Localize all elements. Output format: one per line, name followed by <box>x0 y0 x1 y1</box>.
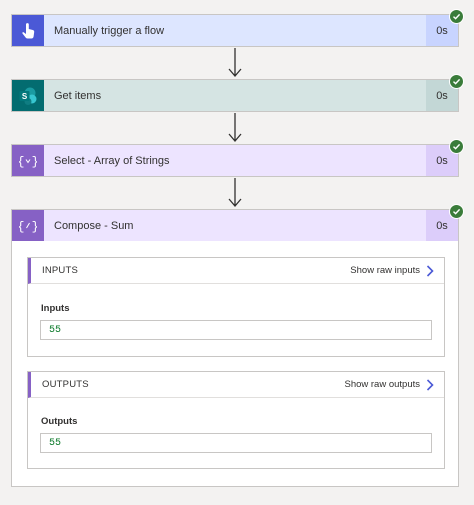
chevron-right-icon <box>426 378 434 391</box>
success-check-icon <box>449 139 464 154</box>
step-title: Select - Array of Strings <box>54 154 170 167</box>
outputs-section: OUTPUTS Show raw outputs Outputs 55 <box>27 371 445 469</box>
step-title: Compose - Sum <box>54 219 134 232</box>
show-raw-outputs-link[interactable]: Show raw outputs <box>344 378 434 391</box>
svg-text:{ }: { } <box>19 220 37 234</box>
success-check-icon <box>449 9 464 24</box>
step-title: Manually trigger a flow <box>54 24 165 37</box>
inputs-field-label: Inputs <box>41 303 70 314</box>
step-select-array-of-strings[interactable]: { } Select - Array of Strings 0s <box>11 139 464 177</box>
compose-sum-details-panel: INPUTS Show raw inputs Inputs 55 OUTPUTS… <box>11 241 459 487</box>
data-operation-icon: { } <box>12 210 44 241</box>
step-compose-sum[interactable]: { } Compose - Sum 0s <box>11 204 464 242</box>
step-title: Get items <box>54 89 102 102</box>
outputs-value-field[interactable]: 55 <box>40 433 432 453</box>
touch-icon <box>12 15 44 46</box>
inputs-header-label: INPUTS <box>42 265 79 276</box>
arrow-down-icon <box>228 48 242 83</box>
inputs-section: INPUTS Show raw inputs Inputs 55 <box>27 257 445 357</box>
show-raw-outputs-label: Show raw outputs <box>344 379 420 390</box>
success-check-icon <box>449 74 464 89</box>
step-manually-trigger-a-flow[interactable]: Manually trigger a flow 0s <box>11 9 464 47</box>
data-operation-icon: { } <box>12 145 44 176</box>
sharepoint-icon: S <box>12 80 44 111</box>
inputs-value-field[interactable]: 55 <box>40 320 432 340</box>
step-get-items[interactable]: S Get items 0s <box>11 74 464 112</box>
svg-text:S: S <box>22 92 28 101</box>
success-check-icon <box>449 204 464 219</box>
chevron-right-icon <box>426 264 434 277</box>
arrow-down-icon <box>228 113 242 148</box>
outputs-header: OUTPUTS Show raw outputs <box>28 372 444 398</box>
show-raw-inputs-link[interactable]: Show raw inputs <box>350 264 434 277</box>
outputs-field-label: Outputs <box>41 416 78 427</box>
inputs-header: INPUTS Show raw inputs <box>28 258 444 284</box>
outputs-header-label: OUTPUTS <box>42 379 89 390</box>
show-raw-inputs-label: Show raw inputs <box>350 265 420 276</box>
step-duration: 0s <box>426 145 458 176</box>
arrow-down-icon <box>228 178 242 213</box>
